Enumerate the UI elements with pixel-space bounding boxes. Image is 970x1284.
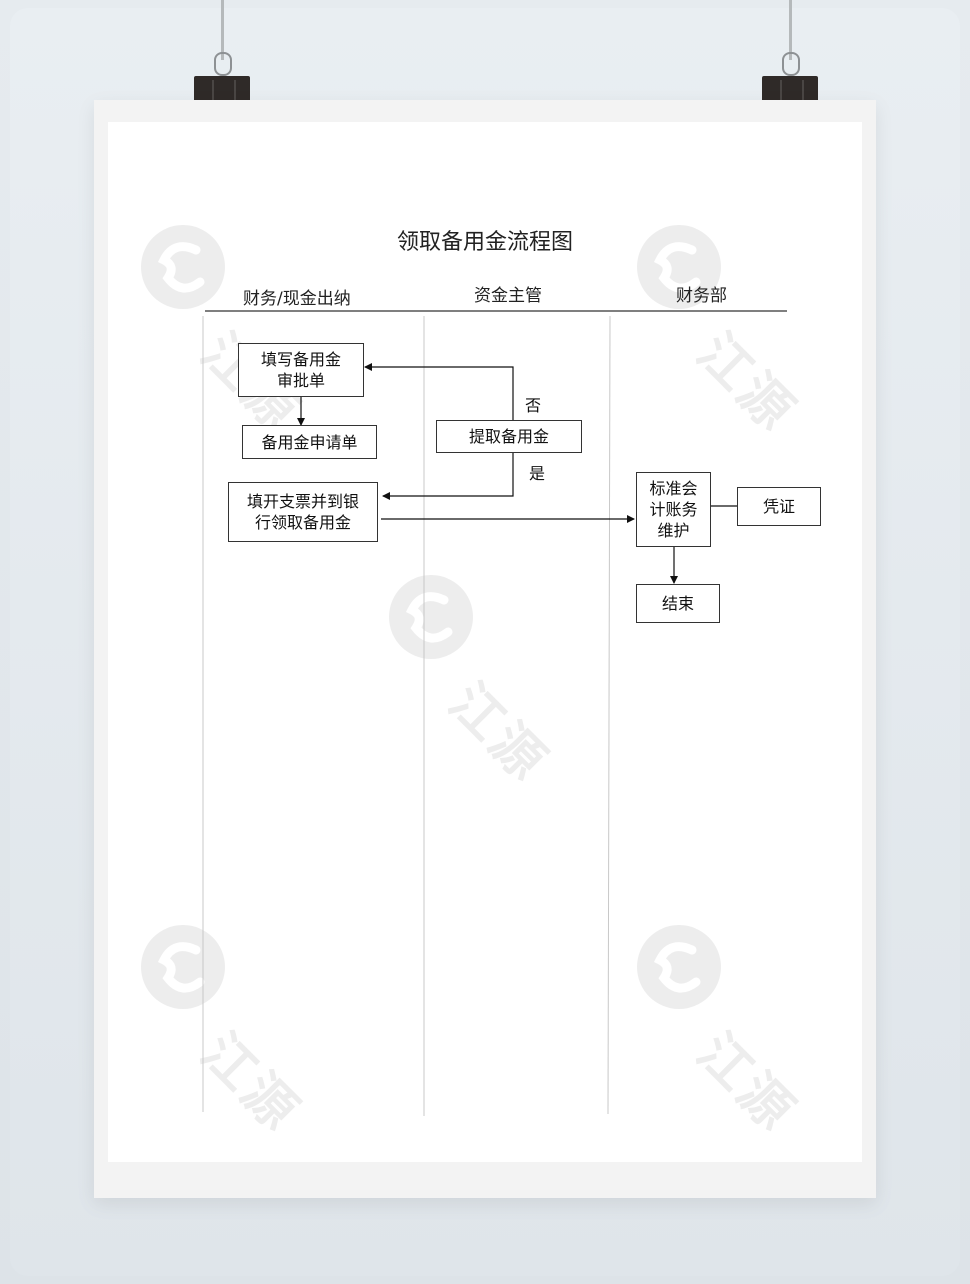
node-accounting-maintenance: 标准会 计账务 维护 (636, 472, 711, 547)
lane-header-fund-supervisor: 资金主管 (474, 286, 542, 306)
node-petty-cash-request: 备用金申请单 (242, 425, 377, 459)
jiangyuan-logo-icon (141, 225, 225, 309)
node-withdraw-petty-cash: 提取备用金 (436, 420, 582, 453)
node-fill-approval-form: 填写备用金 审批单 (238, 343, 364, 397)
jiangyuan-logo-icon (141, 925, 225, 1009)
arrow-no-branch (364, 363, 514, 420)
jiangyuan-logo-icon (637, 925, 721, 1009)
edge-label-yes: 是 (529, 464, 546, 483)
watermark: 江源 (634, 922, 807, 1144)
right-clip-ring (782, 52, 800, 76)
lane-header-cashier: 财务/现金出纳 (243, 289, 351, 309)
lane-divider-right (607, 315, 611, 1115)
right-hanging-wire (789, 0, 792, 60)
poster-sheet (108, 122, 862, 1162)
edge-label-no: 否 (525, 396, 542, 415)
diagram-title: 领取备用金流程图 (396, 230, 573, 255)
jiangyuan-logo-icon (637, 225, 721, 309)
watermark: 江源 (138, 922, 311, 1144)
arrow-yes-branch (382, 452, 514, 500)
node-end: 结束 (636, 584, 720, 623)
left-clip-ring (214, 52, 232, 76)
watermark: 江源 (386, 572, 559, 794)
watermark: 江源 (138, 222, 311, 444)
lane-header-finance-dept: 财务部 (676, 286, 727, 306)
watermark: 江源 (634, 222, 807, 444)
node-issue-cheque: 填开支票并到银 行领取备用金 (228, 482, 378, 542)
left-hanging-wire (221, 0, 224, 60)
jiangyuan-logo-icon (389, 575, 473, 659)
node-voucher: 凭证 (737, 487, 821, 526)
